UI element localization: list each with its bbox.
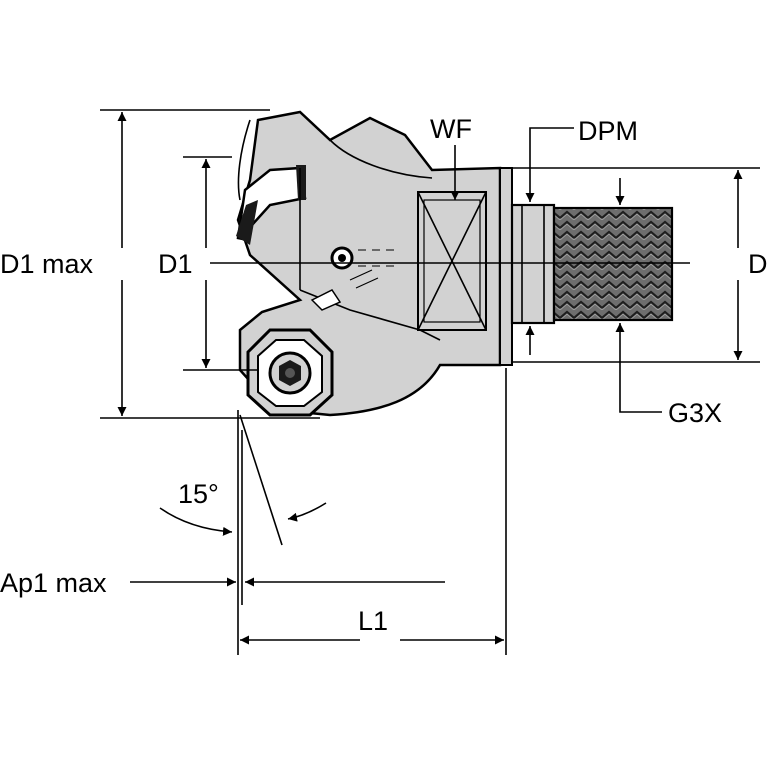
dim-g3x: G3X (615, 178, 722, 428)
dim-d: D (733, 170, 767, 360)
dim-l1: L1 (240, 606, 504, 645)
dim-angle: 15° (159, 479, 327, 536)
label-d1: D1 (158, 249, 193, 279)
extension-lines (100, 109, 760, 655)
dim-d1: D1 (158, 159, 211, 368)
dim-ap1-max: Ap1 max (0, 568, 445, 598)
dim-dpm: DPM (525, 116, 638, 355)
label-angle: 15° (178, 479, 219, 509)
threaded-shank-icon (552, 206, 674, 322)
label-dpm: DPM (578, 116, 638, 146)
label-l1: L1 (358, 606, 388, 636)
label-d: D (748, 249, 767, 279)
dim-d1-max: D1 max (0, 112, 127, 416)
label-ap1-max: Ap1 max (0, 568, 107, 598)
shank (499, 167, 674, 366)
label-wf: WF (430, 114, 472, 144)
label-g3x: G3X (668, 398, 722, 428)
label-d1-max: D1 max (0, 249, 94, 279)
dim-wf: WF (430, 114, 472, 200)
hexagon-insert-icon (246, 328, 334, 417)
